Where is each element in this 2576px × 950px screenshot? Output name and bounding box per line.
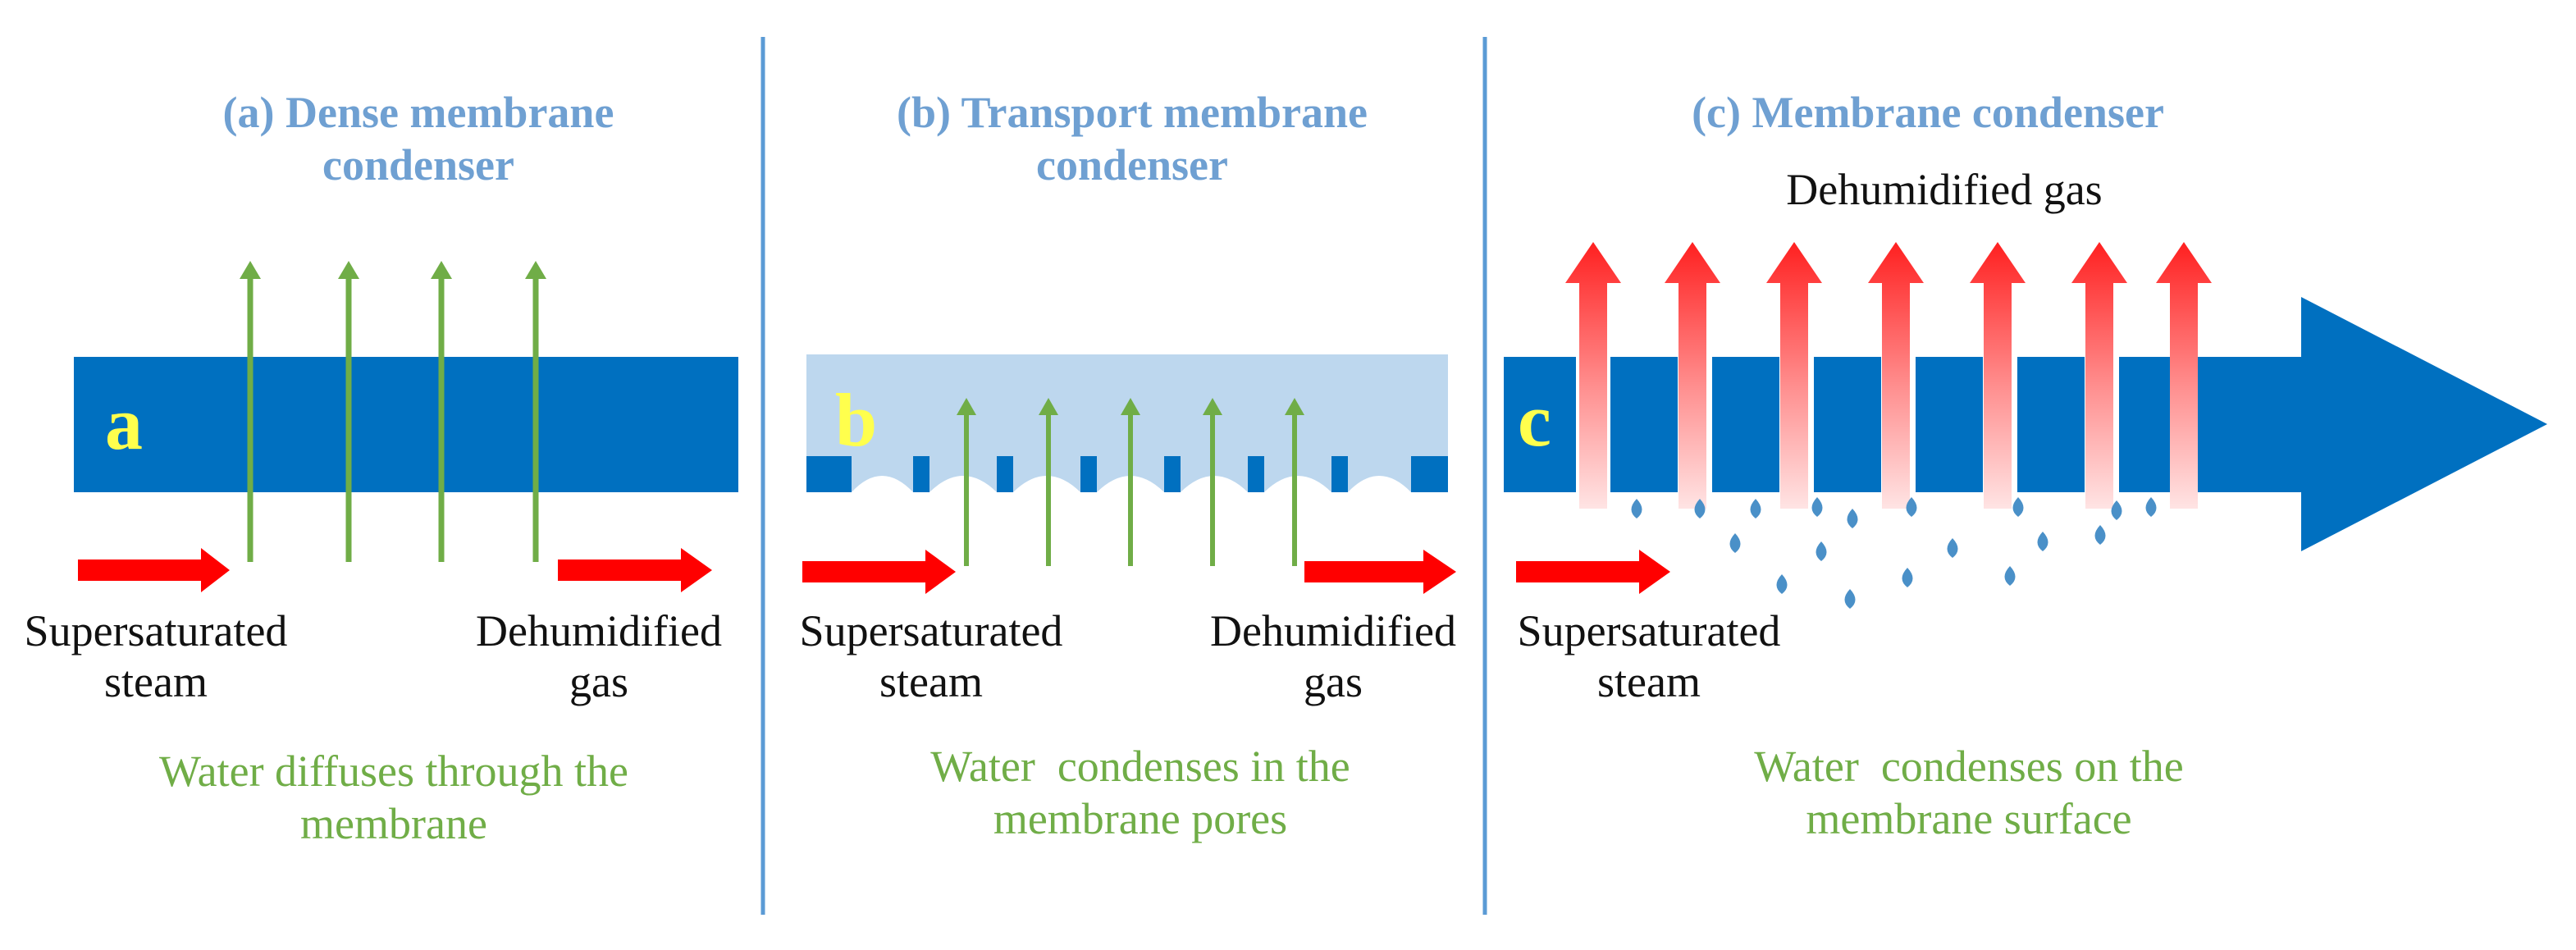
inlet-flow-arrow-a (78, 548, 230, 592)
panel-b-inlet-label: Supersaturated steam (799, 606, 1063, 706)
water-diffusion-arrows (247, 271, 539, 562)
outlet-flow-arrow-a (558, 548, 712, 592)
water-droplets (1631, 497, 2157, 609)
panel-c-graphics (1504, 242, 2547, 609)
panel-b-caption: Water condenses in the membrane pores (930, 742, 1350, 843)
dense-membrane (74, 357, 738, 492)
panel-a-inlet-label: Supersaturated steam (24, 606, 288, 706)
membrane-pore-walls (806, 456, 1448, 492)
inlet-flow-arrow-b (802, 550, 956, 594)
panel-c-title: (c) Membrane condenser (1692, 88, 2164, 137)
panel-c-caption: Water condenses on the membrane surface (1754, 742, 2184, 843)
panel-c-top-label: Dehumidified gas (1786, 165, 2103, 214)
dehumidified-gas-arrows (1565, 242, 2212, 509)
panel-c-letter: c (1518, 378, 1551, 462)
panel-a-outlet-label: Dehumidified gas (476, 606, 722, 706)
outlet-flow-arrow-b (1304, 550, 1456, 594)
panel-b-graphics (802, 354, 1456, 594)
big-flow-arrow (2186, 297, 2547, 551)
panel-a-caption: Water diffuses through the membrane (158, 747, 628, 848)
pore-condensation-arrows (964, 409, 1297, 566)
panel-a-title: (a) Dense membrane condenser (222, 88, 614, 190)
panel-a-letter: a (105, 381, 143, 465)
panel-b-letter: b (835, 378, 878, 462)
panel-b-outlet-label: Dehumidified gas (1210, 606, 1456, 706)
inlet-flow-arrow-c (1516, 550, 1670, 594)
panel-a-graphics (74, 261, 738, 592)
segmented-membrane (1504, 357, 2186, 492)
panel-c-inlet-label: Supersaturated steam (1517, 606, 1781, 706)
panel-b-title: (b) Transport membrane condenser (897, 88, 1368, 190)
